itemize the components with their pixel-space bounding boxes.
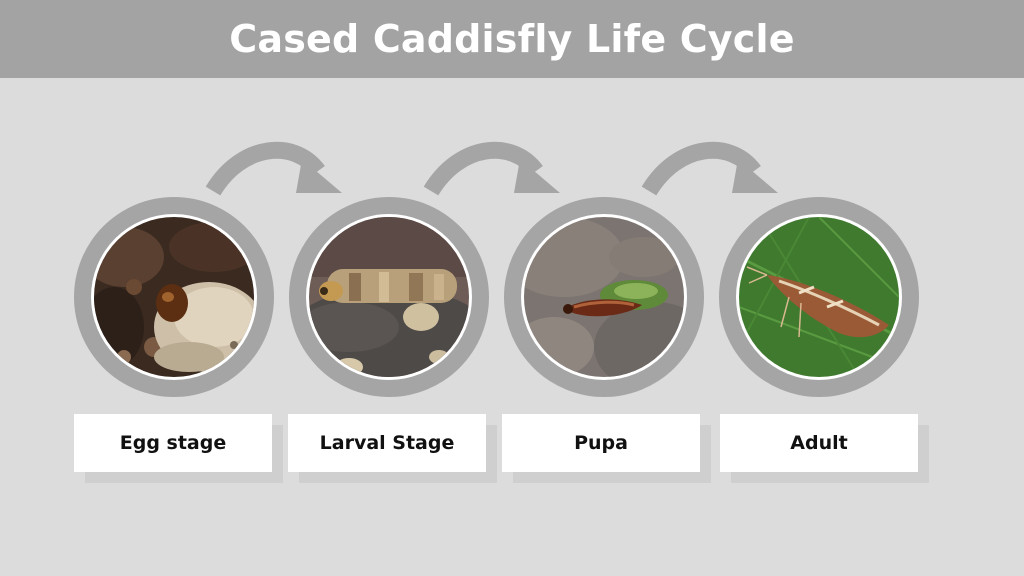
arrow-egg-to-larva (205, 141, 342, 196)
stage-adult (719, 197, 919, 397)
egg-photo (94, 217, 254, 377)
label-egg: Egg stage (74, 414, 272, 472)
arrow-pupa-to-adult (641, 141, 778, 196)
pupa-photo (524, 217, 684, 377)
page-title: Cased Caddisfly Life Cycle (229, 17, 795, 61)
larva-photo (309, 217, 469, 377)
label-adult-text: Adult (790, 432, 848, 454)
label-egg-text: Egg stage (119, 432, 227, 454)
adult-moth-photo (739, 217, 899, 377)
header-bar: Cased Caddisfly Life Cycle (0, 0, 1024, 78)
arrow-larva-to-pupa (423, 141, 560, 196)
label-pupa: Pupa (502, 414, 700, 472)
label-larva-text: Larval Stage (319, 432, 455, 454)
label-larva: Larval Stage (288, 414, 486, 472)
label-adult: Adult (720, 414, 918, 472)
stage-larva (289, 197, 489, 397)
stage-egg (74, 197, 274, 397)
stage-pupa (504, 197, 704, 397)
label-pupa-text: Pupa (574, 432, 628, 454)
